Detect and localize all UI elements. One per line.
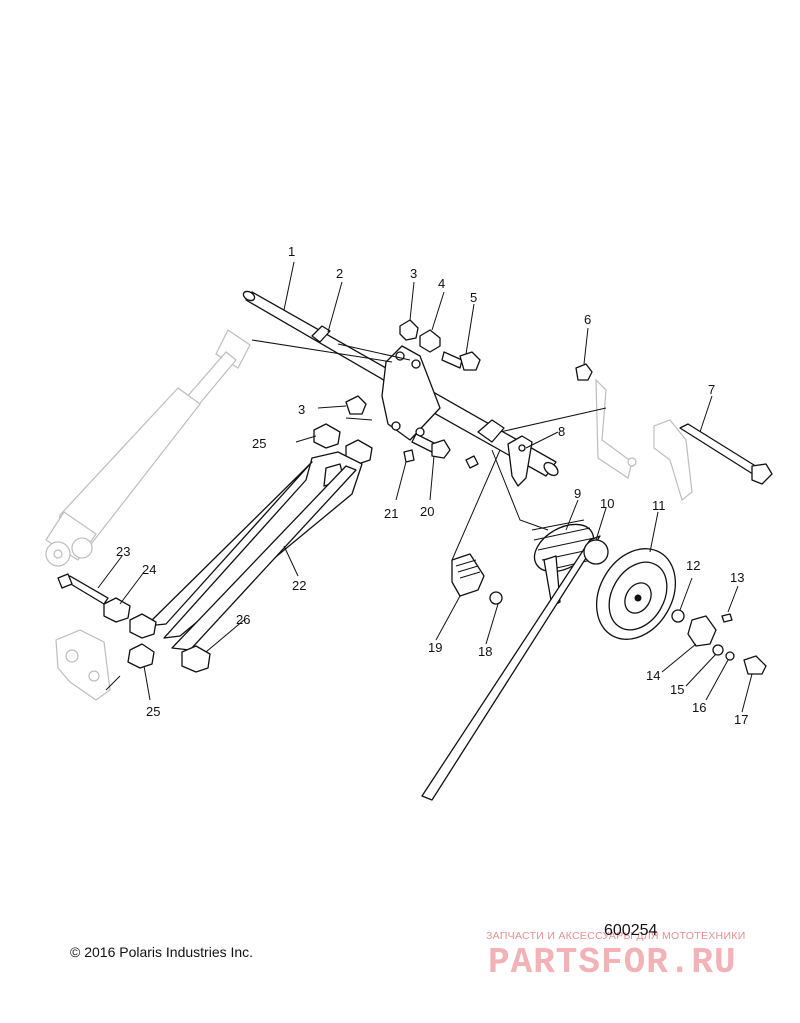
watermark: ЗАПЧАСТИ И АКСЕССУАРЫ ДЛЯ МОТОТЕХНИКИ PA… [486, 930, 796, 990]
callout-3-left: 3 [298, 402, 305, 417]
callout-15: 15 [670, 682, 684, 697]
leader-lines [97, 261, 753, 713]
callout-8: 8 [558, 424, 565, 439]
ghost-shock-absorber [45, 329, 251, 567]
idler-wheel [596, 548, 676, 640]
callout-3-upper: 3 [410, 266, 417, 281]
callout-20: 20 [420, 504, 434, 519]
main-shaft [242, 290, 401, 387]
callout-6: 6 [584, 312, 591, 327]
callout-22: 22 [292, 578, 306, 593]
callout-19: 19 [428, 640, 442, 655]
rear-hardware [575, 363, 773, 485]
callout-16: 16 [692, 700, 706, 715]
watermark-tagline: ЗАПЧАСТИ И АКСЕССУАРЫ ДЛЯ МОТОТЕХНИКИ [486, 930, 746, 942]
callout-5: 5 [470, 290, 477, 305]
diagram-id: 600254 [604, 922, 658, 939]
axle-hardware [671, 609, 767, 675]
end-plate [507, 435, 533, 487]
callout-24: 24 [142, 562, 156, 577]
callout-14: 14 [646, 668, 660, 683]
callout-10: 10 [600, 496, 614, 511]
callout-7: 7 [708, 382, 715, 397]
spring-arm [421, 535, 609, 801]
callout-18: 18 [478, 644, 492, 659]
ghost-rear-bracket [595, 378, 693, 502]
spring-cap [451, 553, 503, 605]
pivot-bracket [381, 345, 441, 441]
mid-hardware [403, 433, 479, 469]
upper-bushings [313, 423, 373, 465]
callout-23: 23 [116, 544, 130, 559]
callout-25-lower: 25 [146, 704, 160, 719]
callout-17: 17 [734, 712, 748, 727]
copyright-notice: © 2016 Polaris Industries Inc. [70, 944, 254, 960]
callout-13: 13 [730, 570, 744, 585]
callout-26: 26 [236, 612, 250, 627]
callout-11: 11 [652, 498, 666, 513]
callout-1: 1 [288, 244, 295, 259]
callout-25-upper: 25 [252, 436, 266, 451]
upper-hardware [345, 319, 481, 415]
callout-12: 12 [686, 558, 700, 573]
lower-hardware [57, 573, 211, 673]
callout-21: 21 [384, 506, 398, 521]
a-arm [145, 451, 363, 651]
callout-labels: 1 2 3 3 4 5 6 7 8 9 10 11 12 13 14 15 16… [116, 244, 748, 727]
watermark-brand: PARTSFOR.RU [488, 942, 737, 983]
callout-4: 4 [438, 276, 445, 291]
callout-2: 2 [336, 266, 343, 281]
callout-9: 9 [574, 486, 581, 501]
ghost-lower-bracket [55, 629, 111, 701]
